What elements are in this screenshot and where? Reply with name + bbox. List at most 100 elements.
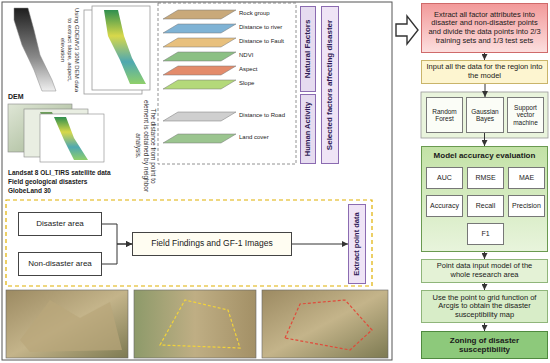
source-label: Field geological disasters [8,178,87,185]
box-text: Natural Factors [304,20,313,79]
model-group [421,92,548,138]
factor-band: Selected factors affecting disaster [321,6,339,164]
model-group [421,92,548,138]
flow-arrow [484,283,485,290]
box-text: Non-disaster area [28,259,92,268]
box-text: Recall [476,202,495,210]
layer-label: Aspect [239,66,257,73]
flow-arrow [102,244,132,264]
factor-layers [163,66,236,75]
box-heading: Model accuracy evaluation [422,151,547,160]
box-text: Input all the data for the region into t… [426,63,543,80]
field-photos [134,290,256,358]
process-box: Point data input model of the whole rese… [421,259,548,283]
box-text: Point data input model of the whole rese… [426,262,543,279]
factor-band: Natural Factors [300,6,316,92]
method-note: Using GDEMV3 30M DEM data to extract slo… [60,6,81,94]
metric-box: Precision [508,195,545,217]
result-box: Zoning of disaster susceptibility [421,331,548,359]
map-label: DEM [8,93,24,101]
field-photos [160,300,240,348]
metric-box: RMSE [467,167,504,189]
step-band: Extract point data [348,204,366,284]
model-box: Gaussian Bayes [466,97,504,133]
metric-box: F1 [467,223,504,245]
field-photos [6,290,388,358]
factor-layers [163,112,236,121]
factor-layers [163,134,236,143]
field-photos [6,290,128,358]
box-text: Extract all factor attributes into disas… [426,11,543,46]
model-box: Random Forest [426,97,463,133]
process-box: Use the point to grid function of Arcgis… [421,290,548,323]
box-text: Zoning of disaster susceptibility [426,336,543,354]
box-text: Selected factors affecting disaster [326,20,335,150]
factor-maps [92,6,150,90]
metric-box: MAE [508,167,545,189]
box-text: F1 [481,230,489,238]
layer-label: Distance to Fault [239,38,284,45]
factor-layers [163,80,236,89]
process-box: Extract all factor attributes into disas… [421,3,548,53]
area-box: Non-disaster area [18,252,102,276]
factor-maps [84,6,150,94]
flow-arrow [292,244,348,245]
field-photos [20,300,122,352]
box-text: Support vector machine [510,104,541,126]
factor-layers [163,52,236,61]
field-photos [262,290,388,358]
dem-map [14,8,56,91]
box-text: Field Findings and GF-1 Images [151,239,272,249]
flow-arrow [484,252,485,259]
process-box: Input all the data for the region into t… [421,60,548,84]
satellite-images [40,114,104,162]
factor-layers [163,10,236,19]
box-text: Gaussian Bayes [469,108,501,123]
layer-label: Distance to river [239,24,282,31]
factor-band: Human Activity [300,94,316,164]
factor-layers [158,3,296,164]
metric-box: Recall [467,195,504,217]
sample-area [6,200,372,286]
factor-layers [163,38,236,47]
process-box: Field Findings and GF-1 Images [132,232,292,256]
layer-label: Slope [239,80,254,87]
field-photos [285,300,372,350]
box-text: Accuracy [430,202,459,210]
factor-layers [163,24,236,33]
factor-layers [158,3,296,164]
left-frame [2,2,392,360]
box-text: MAE [519,174,534,182]
dem-map [14,8,56,91]
metric-box: Accuracy [426,195,463,217]
flow-arrow-big [396,16,418,44]
flow-arrow [484,323,485,331]
metric-box: AUC [426,167,463,189]
area-box: Disaster area [18,212,102,236]
box-text: Use the point to grid function of Arcgis… [426,294,543,320]
satellite-images [54,117,88,160]
box-text: Precision [512,202,541,210]
flow-arrow [102,224,132,244]
flow-arrow [485,84,486,97]
source-label: GlobeLand 30 [8,187,51,194]
flow-arrow-big [396,16,418,44]
box-text: AUC [437,174,452,182]
left-frame [2,2,392,360]
layer-label: Rock group [239,10,270,17]
sample-area [6,200,372,286]
flow-arrow [484,133,485,146]
layer-label: Distance to Road [239,112,285,119]
box-text: Random Forest [429,108,460,123]
source-label: Landsat 8 OLI_TIRS satellite data [8,169,111,176]
model-box: Support vector machine [507,97,544,133]
layer-label: Land cover [239,134,269,141]
method-note: The distance from point to element is ob… [135,98,157,194]
box-text: Human Activity [304,102,312,156]
satellite-images [8,104,104,162]
box-text: Extract point data [353,212,361,275]
box-text: RMSE [475,174,495,182]
box-text: Disaster area [36,219,84,228]
evaluation-box: Model accuracy evaluationAUC RMSE MAE Accur… [421,146,548,252]
